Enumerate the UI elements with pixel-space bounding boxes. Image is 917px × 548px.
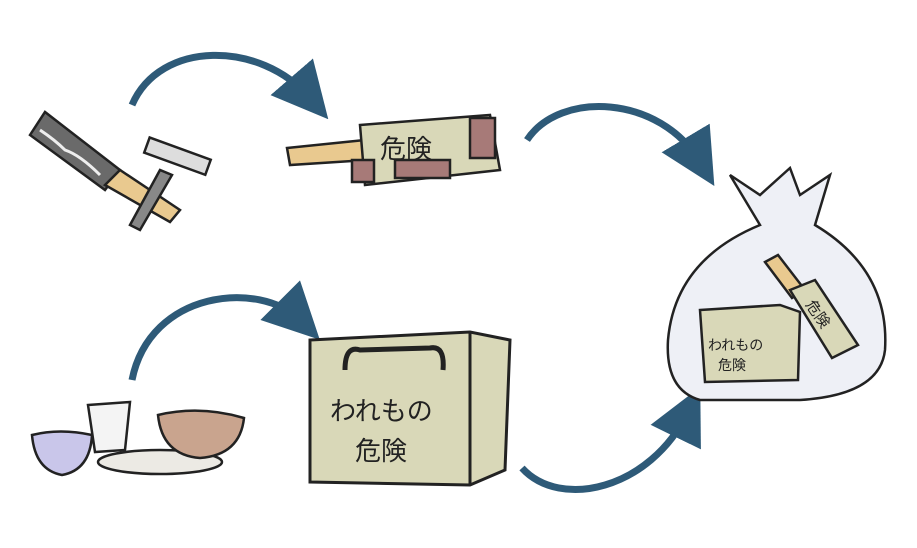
- broken-dishes: [30, 400, 246, 477]
- knife-icon: [28, 110, 182, 224]
- box-label-line2: 危険: [355, 437, 407, 467]
- razor-icon: [128, 135, 213, 232]
- fragile-box: われもの 危険: [308, 330, 512, 487]
- trash-bag: われもの 危険 危険: [666, 165, 887, 402]
- arrow-dishes-to-box: [128, 280, 320, 381]
- wrapped-blade-label: 危険: [380, 135, 432, 165]
- bag-box-label-line1: われもの: [708, 338, 763, 354]
- bag-box-label-line2: 危険: [718, 358, 746, 374]
- wrapped-blade: 危険: [285, 113, 502, 187]
- box-label-line1: われもの: [330, 397, 433, 427]
- arrow-box-to-bag: [519, 386, 701, 493]
- arrow-knife-to-wrapped: [128, 51, 329, 120]
- arrow-wrapped-to-bag: [524, 103, 715, 187]
